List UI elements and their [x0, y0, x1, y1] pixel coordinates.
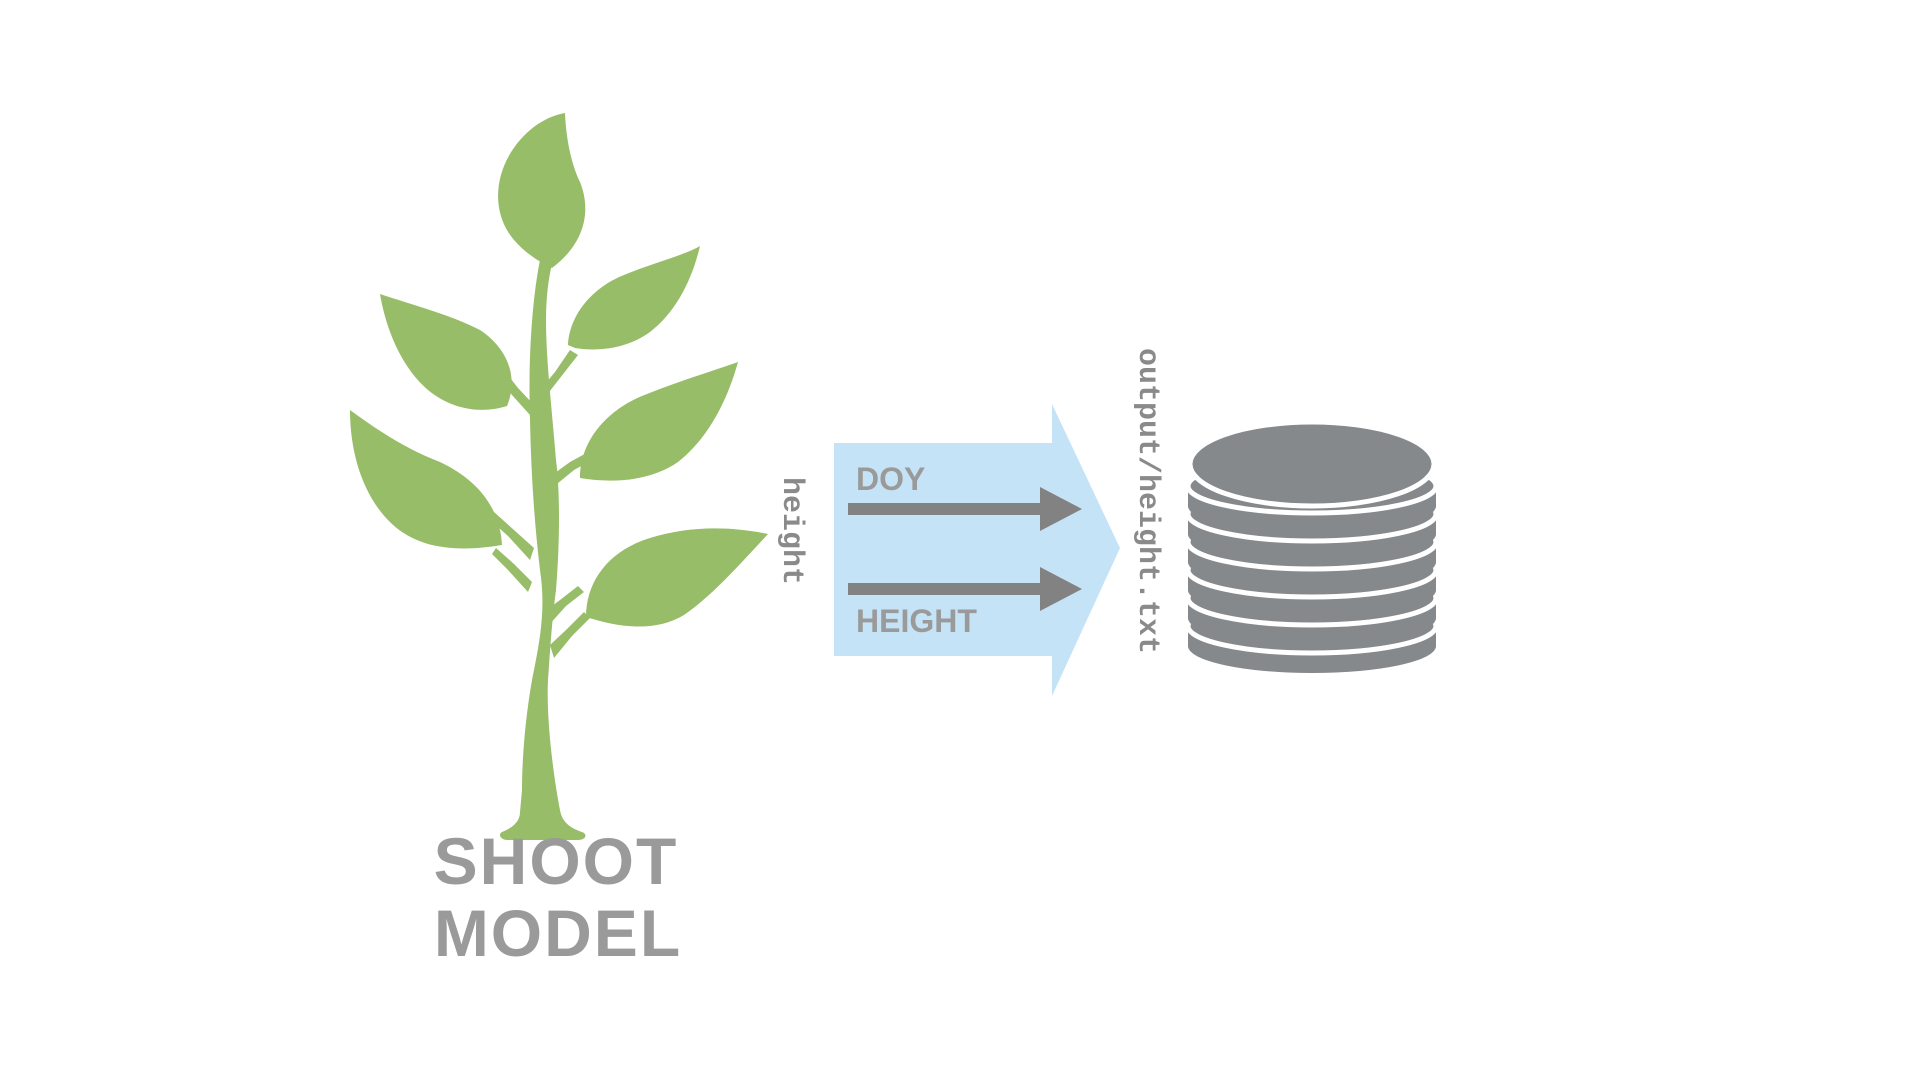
variable-label: height: [774, 477, 808, 585]
arrow-right-icon-top: [848, 487, 1082, 531]
plant-icon: [350, 113, 768, 840]
database-icon: [1185, 419, 1439, 673]
arrow-right-icon-bottom: [848, 567, 1082, 611]
model-title-line1: SHOOT: [434, 824, 679, 898]
model-title-line2: MODEL: [434, 896, 682, 970]
flow-arrow: [834, 404, 1120, 696]
output-file-path: output/height.txt: [1130, 348, 1164, 654]
field-label-doy: DOY: [856, 461, 925, 497]
field-label-height: HEIGHT: [856, 603, 977, 639]
